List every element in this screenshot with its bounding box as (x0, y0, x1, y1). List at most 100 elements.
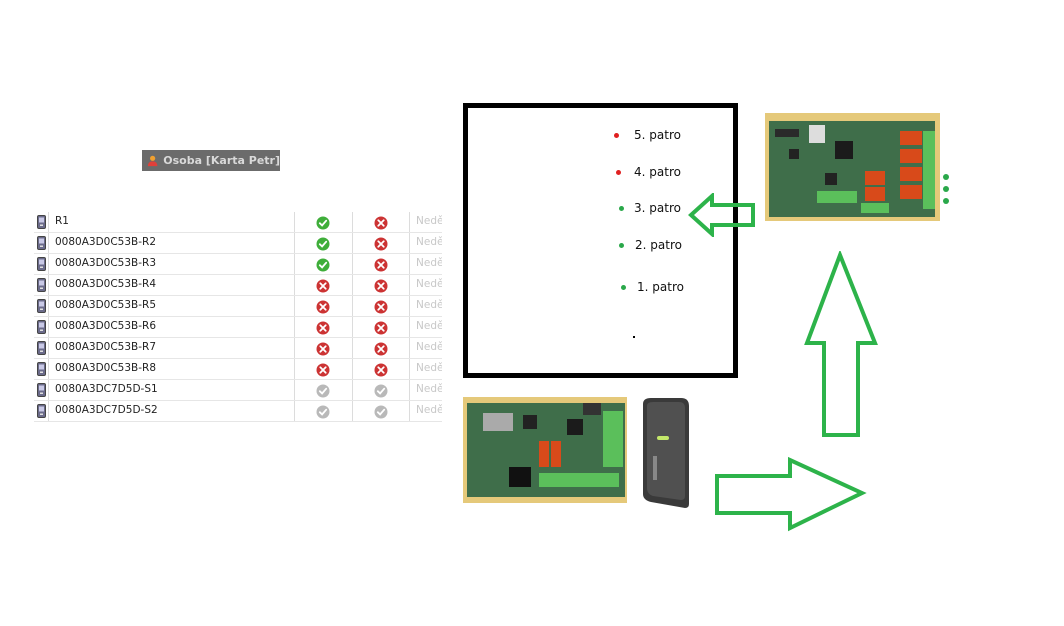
table-row[interactable]: 0080A3D0C53B-R8Neděl (34, 359, 442, 380)
reader-name: 0080A3D0C53B-R8 (55, 362, 157, 374)
check-inactive-icon[interactable] (316, 383, 330, 398)
column-divider (294, 359, 295, 379)
column-divider (409, 212, 410, 232)
denied-icon[interactable] (374, 299, 388, 314)
denied-icon[interactable] (374, 236, 388, 251)
floor-status-dot (619, 206, 624, 211)
column-divider (48, 254, 49, 274)
relay-board-icon (765, 113, 949, 221)
table-row[interactable]: 0080A3D0C53B-R7Neděl (34, 338, 442, 359)
column-divider (48, 317, 49, 337)
reader-name: 0080A3D0C53B-R6 (55, 320, 157, 332)
floor-label: 2. patro (635, 238, 682, 252)
denied-icon[interactable] (374, 215, 388, 230)
column-divider (294, 380, 295, 400)
denied-icon[interactable] (374, 278, 388, 293)
floor-label: 5. patro (634, 128, 681, 142)
denied-icon[interactable] (316, 299, 330, 314)
column-divider (352, 317, 353, 337)
reader-name: 0080A3D0C53B-R2 (55, 236, 157, 248)
schedule-cell: Neděl (416, 320, 442, 332)
table-row[interactable]: 0080A3DC7D5D-S1 Neděl (34, 380, 442, 401)
check-inactive-icon[interactable] (374, 383, 388, 398)
check-icon[interactable] (316, 257, 330, 272)
column-divider (352, 359, 353, 379)
column-divider (409, 359, 410, 379)
column-divider (409, 338, 410, 358)
column-divider (48, 380, 49, 400)
column-divider (294, 296, 295, 316)
denied-icon[interactable] (374, 362, 388, 377)
column-divider (409, 401, 410, 421)
arrow-right-icon (715, 456, 867, 532)
denied-icon[interactable] (316, 362, 330, 377)
column-divider (352, 296, 353, 316)
table-row[interactable]: R1Neděl (34, 212, 442, 233)
reader-device-icon (37, 362, 46, 376)
reader-device-icon (37, 341, 46, 355)
table-row[interactable]: 0080A3DC7D5D-S2 Neděl (34, 401, 442, 422)
column-divider (352, 254, 353, 274)
reader-table: R1Neděl0080A3D0C53B-R2Neděl0080A3D0C53B-… (34, 212, 442, 422)
arrow-left-icon (688, 193, 755, 237)
person-label: Osoba [Karta Petr] (163, 154, 280, 167)
reader-device-icon (37, 320, 46, 334)
person-badge: Osoba [Karta Petr] (142, 150, 280, 171)
schedule-cell: Neděl (416, 383, 442, 395)
column-divider (352, 212, 353, 232)
check-inactive-icon[interactable] (316, 404, 330, 419)
column-divider (294, 275, 295, 295)
column-divider (352, 380, 353, 400)
column-divider (409, 233, 410, 253)
reader-name: 0080A3D0C53B-R4 (55, 278, 157, 290)
reader-device-icon (37, 236, 46, 250)
column-divider (294, 212, 295, 232)
controller-board-icon (463, 397, 627, 503)
column-divider (48, 212, 49, 232)
table-row[interactable]: 0080A3D0C53B-R3Neděl (34, 254, 442, 275)
reader-device-icon (37, 257, 46, 271)
column-divider (294, 401, 295, 421)
schedule-cell: Neděl (416, 278, 442, 290)
reader-name: 0080A3DC7D5D-S1 (55, 383, 158, 395)
reader-device-icon (37, 383, 46, 397)
column-divider (294, 254, 295, 274)
column-divider (409, 254, 410, 274)
floor-status-dot (614, 133, 619, 138)
check-icon[interactable] (316, 215, 330, 230)
schedule-cell: Neděl (416, 404, 442, 416)
schedule-cell: Neděl (416, 341, 442, 353)
card-reader-icon (643, 398, 689, 508)
table-row[interactable]: 0080A3D0C53B-R2 Neděl (34, 233, 442, 254)
floor-status-dot (621, 285, 626, 290)
schedule-cell: Neděl (416, 299, 442, 311)
table-row[interactable]: 0080A3D0C53B-R6 Neděl (34, 317, 442, 338)
denied-icon[interactable] (374, 320, 388, 335)
denied-icon[interactable] (374, 257, 388, 272)
denied-icon[interactable] (316, 320, 330, 335)
column-divider (294, 233, 295, 253)
column-divider (48, 275, 49, 295)
denied-icon[interactable] (316, 341, 330, 356)
column-divider (48, 338, 49, 358)
person-icon (147, 155, 158, 167)
check-icon[interactable] (316, 236, 330, 251)
small-mark (633, 336, 635, 338)
column-divider (294, 317, 295, 337)
check-inactive-icon[interactable] (374, 404, 388, 419)
arrow-up-icon (804, 251, 878, 437)
table-row[interactable]: 0080A3D0C53B-R5Neděl (34, 296, 442, 317)
schedule-cell: Neděl (416, 236, 442, 248)
denied-icon[interactable] (374, 341, 388, 356)
reader-device-icon (37, 278, 46, 292)
column-divider (352, 233, 353, 253)
column-divider (294, 338, 295, 358)
schedule-cell: Neděl (416, 257, 442, 269)
floor-label: 3. patro (634, 201, 681, 215)
column-divider (352, 338, 353, 358)
table-row[interactable]: 0080A3D0C53B-R4 Neděl (34, 275, 442, 296)
column-divider (48, 359, 49, 379)
denied-icon[interactable] (316, 278, 330, 293)
reader-name: 0080A3DC7D5D-S2 (55, 404, 158, 416)
